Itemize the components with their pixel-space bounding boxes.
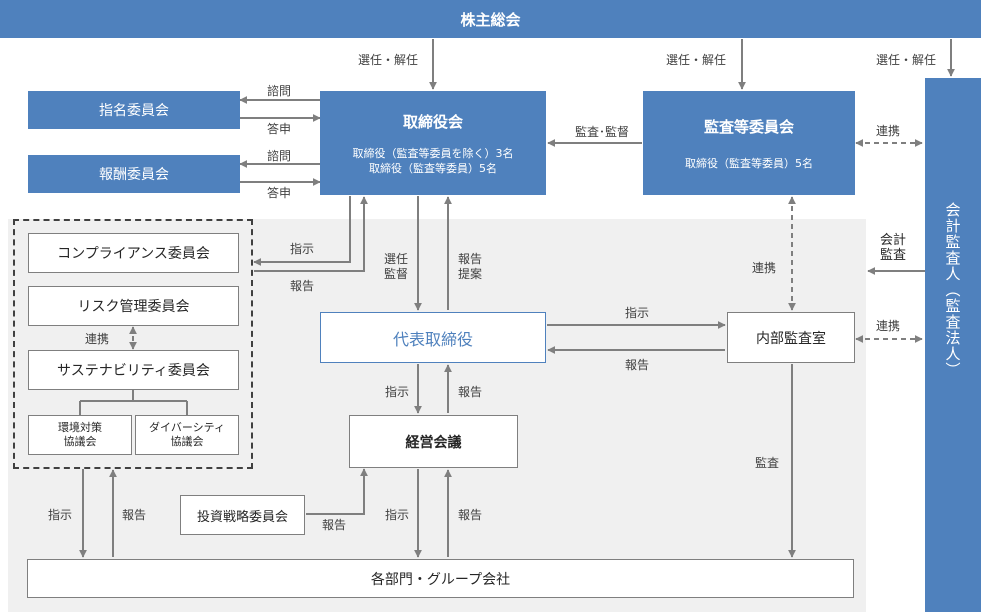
compliance-committee-box: コンプライアンス委員会 bbox=[28, 233, 239, 273]
compliance-label: コンプライアンス委員会 bbox=[57, 246, 210, 262]
arrow-board-instruction bbox=[253, 196, 351, 266]
sustainability-committee-box: サステナビリティ委員会 bbox=[28, 350, 239, 390]
environment-council-box: 環境対策 協議会 bbox=[28, 415, 132, 455]
label-report-investment: 報告 bbox=[322, 518, 347, 532]
label-report-up: 報告 bbox=[458, 252, 483, 266]
label-instruction-internal-audit: 指示 bbox=[625, 306, 650, 320]
accounting-auditor-box: 会計監査人（監査法人） bbox=[925, 78, 981, 612]
label-elect-dismiss-board: 選任・解任 bbox=[358, 53, 419, 67]
board-title: 取締役会 bbox=[402, 112, 463, 131]
diversity-council-box: ダイバーシティ 協議会 bbox=[135, 415, 239, 455]
label-elect-dismiss-auditor: 選任・解任 bbox=[876, 53, 937, 67]
ceo-box: 代表取締役 bbox=[320, 312, 546, 363]
label-propose: 提案 bbox=[458, 267, 483, 281]
environment-line1: 環境対策 bbox=[58, 421, 102, 434]
label-consult-nomination: 諮問 bbox=[267, 84, 292, 98]
management-meeting-label: 経営会議 bbox=[405, 434, 462, 451]
board-box: 取締役会 取締役（監査等委員を除く）3名 取締役（監査等委員）5名 bbox=[320, 91, 546, 195]
diversity-line1: ダイバーシティ bbox=[149, 421, 225, 434]
label-audit-supervise: 監査･監督 bbox=[575, 125, 630, 139]
audit-committee-box: 監査等委員会 取締役（監査等委員）5名 bbox=[643, 91, 855, 195]
investment-label: 投資戦略委員会 bbox=[196, 509, 288, 525]
label-coordination-risk: 連携 bbox=[85, 332, 110, 346]
label-coordination-auditor-bottom: 連携 bbox=[876, 319, 901, 333]
accounting-auditor-label: 会計監査人（監査法人） bbox=[943, 202, 962, 378]
label-elect-supervise: 選任 監督 bbox=[384, 252, 408, 282]
label-instruction-management: 指示 bbox=[385, 385, 410, 399]
label-report-group: 報告 bbox=[122, 508, 147, 522]
sustainability-label: サステナビリティ委員会 bbox=[57, 363, 210, 379]
audit-committee-line1: 取締役（監査等委員）5名 bbox=[685, 156, 813, 170]
shareholders-meeting-bar: 株主総会 bbox=[0, 0, 981, 38]
label-coordination-internal: 連携 bbox=[752, 261, 777, 275]
environment-line2: 協議会 bbox=[63, 435, 97, 448]
remuneration-label: 報酬委員会 bbox=[99, 167, 169, 183]
label-instruction-departments: 指示 bbox=[385, 508, 410, 522]
label-accounting: 会計 bbox=[880, 233, 907, 248]
label-elect-dismiss-audit: 選任・解任 bbox=[666, 53, 727, 67]
diversity-line2: 協議会 bbox=[170, 435, 204, 448]
risk-label: リスク管理委員会 bbox=[77, 299, 190, 315]
label-reply-remuneration: 答申 bbox=[267, 186, 292, 200]
nomination-label: 指名委員会 bbox=[99, 103, 169, 119]
investment-committee-box: 投資戦略委員会 bbox=[180, 495, 305, 535]
label-accounting-audit: 会計 監査 bbox=[880, 233, 906, 263]
nomination-committee-box: 指名委員会 bbox=[28, 91, 240, 129]
label-instruction-committees: 指示 bbox=[290, 242, 315, 256]
label-elect: 選任 bbox=[384, 252, 409, 266]
label-reply-nomination: 答申 bbox=[267, 122, 292, 136]
label-coordination-auditor-top: 連携 bbox=[876, 124, 901, 138]
committees-group bbox=[13, 219, 253, 469]
management-meeting-box: 経営会議 bbox=[349, 415, 518, 468]
shareholders-label: 株主総会 bbox=[460, 10, 521, 29]
board-line2: 取締役（監査等委員）5名 bbox=[369, 161, 497, 175]
arrow-investment-to-management bbox=[306, 468, 368, 515]
internal-audit-box: 内部監査室 bbox=[727, 312, 855, 363]
remuneration-committee-box: 報酬委員会 bbox=[28, 155, 240, 193]
label-report-propose: 報告 提案 bbox=[458, 252, 482, 282]
audit-committee-title: 監査等委員会 bbox=[703, 117, 794, 136]
label-audit-departments: 監査 bbox=[755, 456, 780, 470]
label-report-departments: 報告 bbox=[458, 508, 483, 522]
label-audit-word: 監査 bbox=[880, 248, 907, 263]
arrow-board-report bbox=[254, 196, 368, 272]
departments-label: 各部門・グループ会社 bbox=[370, 571, 511, 588]
label-report-management: 報告 bbox=[458, 385, 483, 399]
label-report-internal-audit: 報告 bbox=[625, 358, 650, 372]
label-supervise: 監督 bbox=[384, 267, 409, 281]
label-consult-remuneration: 諮問 bbox=[267, 149, 292, 163]
departments-box: 各部門・グループ会社 bbox=[27, 559, 854, 598]
label-report-committees: 報告 bbox=[290, 279, 315, 293]
label-instruction-group: 指示 bbox=[48, 508, 73, 522]
internal-audit-label: 内部監査室 bbox=[756, 330, 826, 347]
board-line1: 取締役（監査等委員を除く）3名 bbox=[352, 146, 514, 160]
risk-committee-box: リスク管理委員会 bbox=[28, 286, 239, 326]
ceo-label: 代表取締役 bbox=[392, 329, 473, 349]
